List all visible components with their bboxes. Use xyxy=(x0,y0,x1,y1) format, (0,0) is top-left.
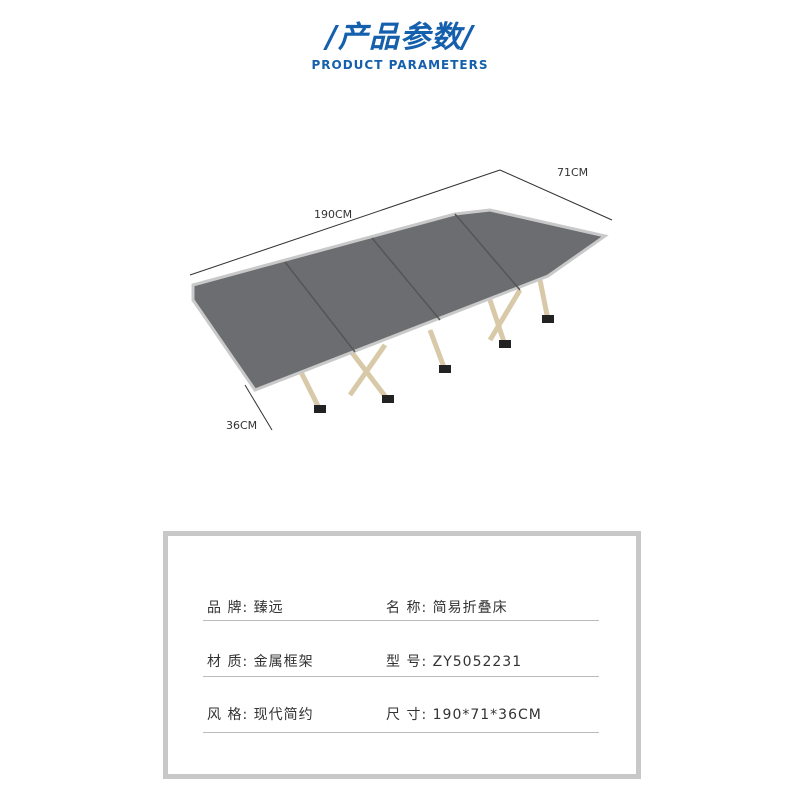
length-label: 190CM xyxy=(314,208,353,221)
param-style: 风 格: 现代简约 xyxy=(207,707,314,723)
params-frame xyxy=(163,531,641,779)
bed-legs xyxy=(297,279,551,412)
mattress xyxy=(191,208,609,392)
page-subtitle: PRODUCT PARAMETERS xyxy=(311,58,489,72)
param-material: 材 质: 金属框架 xyxy=(207,654,314,670)
dimension-lines xyxy=(189,169,613,431)
height-label: 36CM xyxy=(226,419,258,432)
row-divider xyxy=(203,732,599,733)
row-divider xyxy=(203,676,599,677)
param-model: 型 号: ZY5052231 xyxy=(386,654,523,670)
param-name: 名 称: 简易折叠床 xyxy=(386,600,508,616)
row-divider xyxy=(203,620,599,621)
param-size: 尺 寸: 190*71*36CM xyxy=(386,707,542,723)
width-label: 71CM xyxy=(557,166,589,179)
param-brand: 品 牌: 臻远 xyxy=(207,600,284,616)
page-title: /产品参数/ xyxy=(326,20,474,55)
leg-feet xyxy=(314,315,554,413)
